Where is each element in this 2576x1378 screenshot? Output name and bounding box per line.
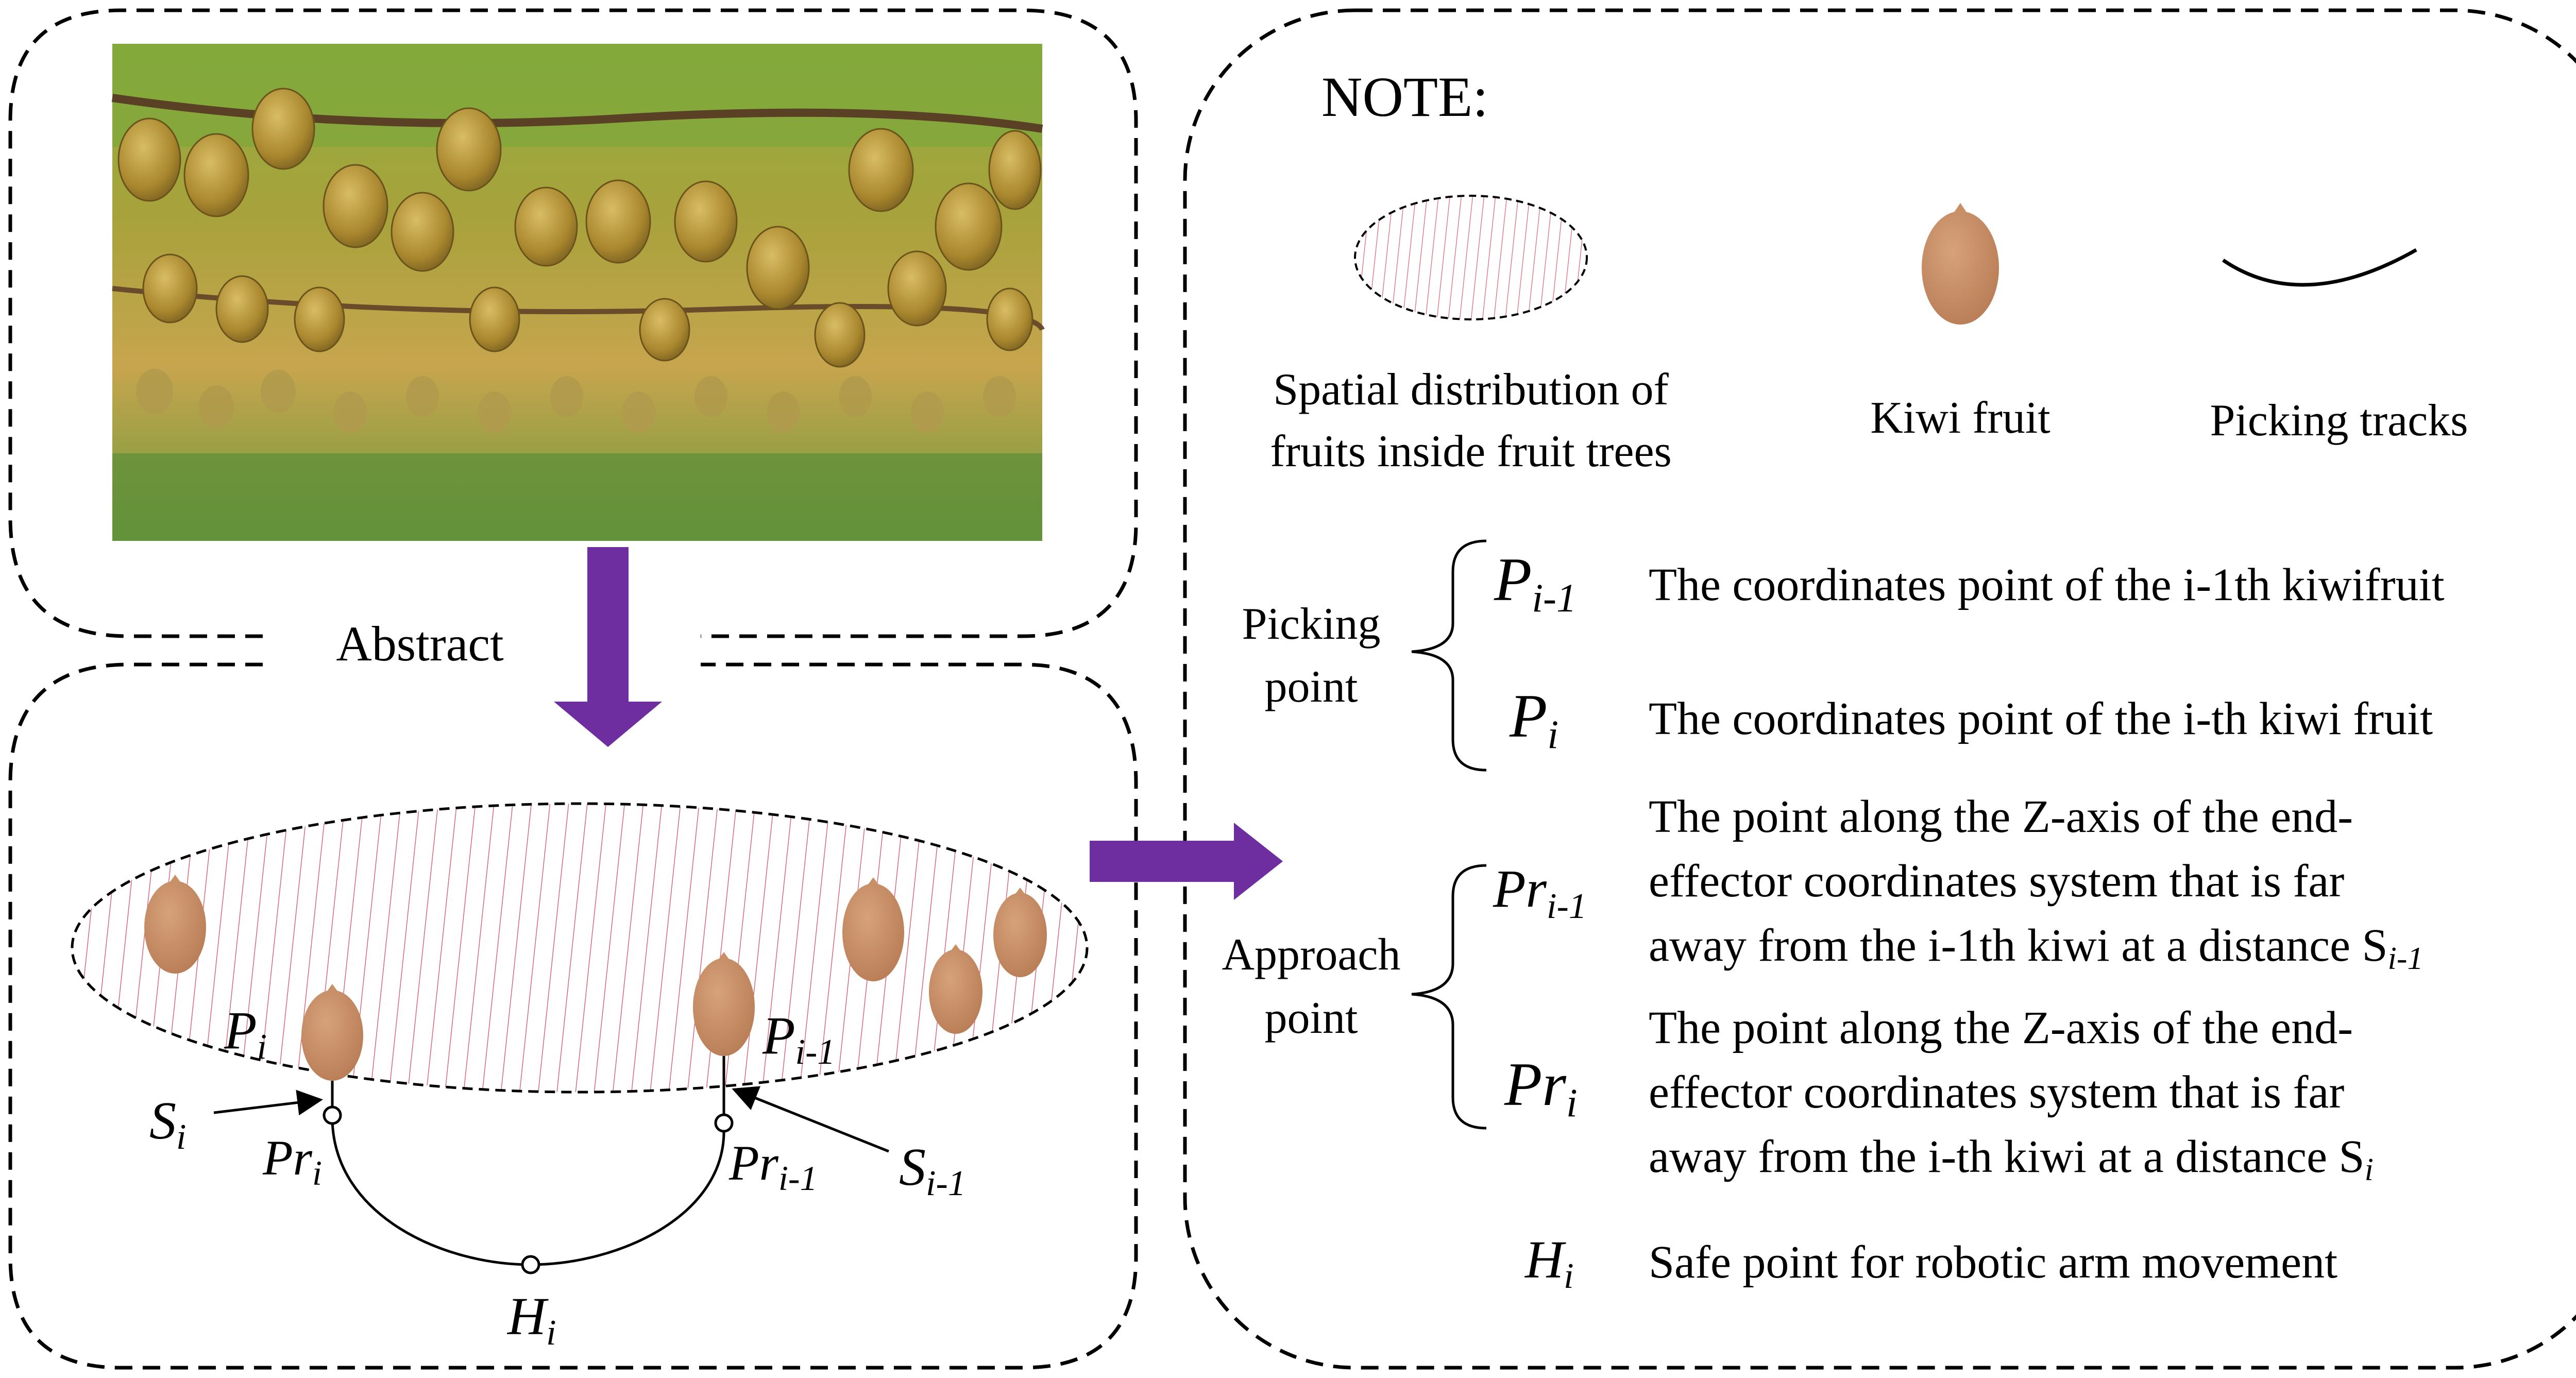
svg-text:The point along the Z-axis of: The point along the Z-axis of the end- [1649, 791, 2353, 842]
picking-point-group: Picking point Pi-1 Pi The coordinates po… [1242, 539, 2445, 772]
fruit-distribution-ellipse [71, 802, 1089, 1094]
abstract-label: Abstract [336, 616, 504, 671]
svg-text:effector coordinates system th: effector coordinates system that is far [1649, 856, 2344, 907]
svg-text:Safe point for robotic arm mov: Safe point for robotic arm movement [1649, 1237, 2337, 1288]
note-frame [1183, 8, 2576, 1370]
svg-text:Pi: Pi [1509, 682, 1558, 757]
abstract-frame [8, 662, 1138, 1370]
svg-text:point: point [1265, 993, 1358, 1043]
right-arrow-icon [1090, 823, 1283, 900]
svg-text:fruits inside fruit trees: fruits inside fruit trees [1270, 427, 1672, 477]
svg-text:away from the i-th kiwi at a d: away from the i-th kiwi at a distance Si [1649, 1131, 2374, 1187]
svg-text:Approach: Approach [1222, 930, 1401, 980]
distance-arrows [213, 1086, 889, 1153]
svg-text:Pi-1: Pi-1 [1494, 545, 1577, 620]
svg-text:effector coordinates system t: effector coordinates system that is far [1649, 1067, 2344, 1118]
svg-text:Si-1: Si-1 [899, 1137, 966, 1203]
svg-text:Si: Si [149, 1091, 186, 1157]
photo-frame [8, 8, 1138, 638]
approach-point-group: Approach point Pri-1 Pri The point along… [1222, 791, 2424, 1187]
svg-text:Pri-1: Pri-1 [1493, 859, 1587, 926]
svg-text:Pri: Pri [1504, 1050, 1578, 1125]
note-title: NOTE: [1321, 65, 1488, 128]
svg-text:away from the i-1th kiwi at a: away from the i-1th kiwi at a distance S… [1649, 920, 2423, 976]
legend-distribution-ellipse [1354, 195, 1588, 320]
legend-labels: Spatial distribution of fruits inside fr… [1270, 365, 2468, 477]
safe-point-row: Hi Safe point for robotic arm movement [1524, 1230, 2337, 1296]
svg-text:Spatial distribution of: Spatial distribution of [1273, 365, 1669, 415]
svg-text:Pi-1: Pi-1 [762, 1006, 835, 1072]
svg-text:Hi: Hi [506, 1287, 556, 1353]
picking-track-icon [2222, 248, 2417, 287]
legend-kiwi-icon [1922, 203, 1999, 325]
svg-text:The coordinates point of the i: The coordinates point of the i-1th kiwif… [1649, 559, 2445, 610]
down-arrow-icon [554, 547, 662, 747]
svg-text:Pri-1: Pri-1 [728, 1135, 818, 1198]
svg-text:The point along the Z-axis of: The point along the Z-axis of the end- [1649, 1002, 2353, 1053]
svg-text:Picking: Picking [1242, 599, 1381, 649]
svg-text:point: point [1265, 662, 1358, 712]
svg-text:Hi: Hi [1524, 1230, 1574, 1296]
svg-text:The coordinates point of the i: The coordinates point of the i-th kiwi f… [1649, 693, 2433, 744]
abstract-labels: Pi Pi-1 Si Pri Pri-1 Si-1 Hi [149, 1001, 966, 1353]
svg-text:Pri: Pri [262, 1130, 322, 1193]
kiwi-fruit-icon [144, 881, 1047, 1081]
svg-text:Kiwi fruit: Kiwi fruit [1870, 393, 2050, 443]
photo-kiwi-orchard [111, 44, 1045, 541]
svg-text:Pi: Pi [224, 1001, 267, 1067]
svg-text:Picking tracks: Picking tracks [2210, 396, 2468, 446]
track-points [323, 1105, 734, 1274]
